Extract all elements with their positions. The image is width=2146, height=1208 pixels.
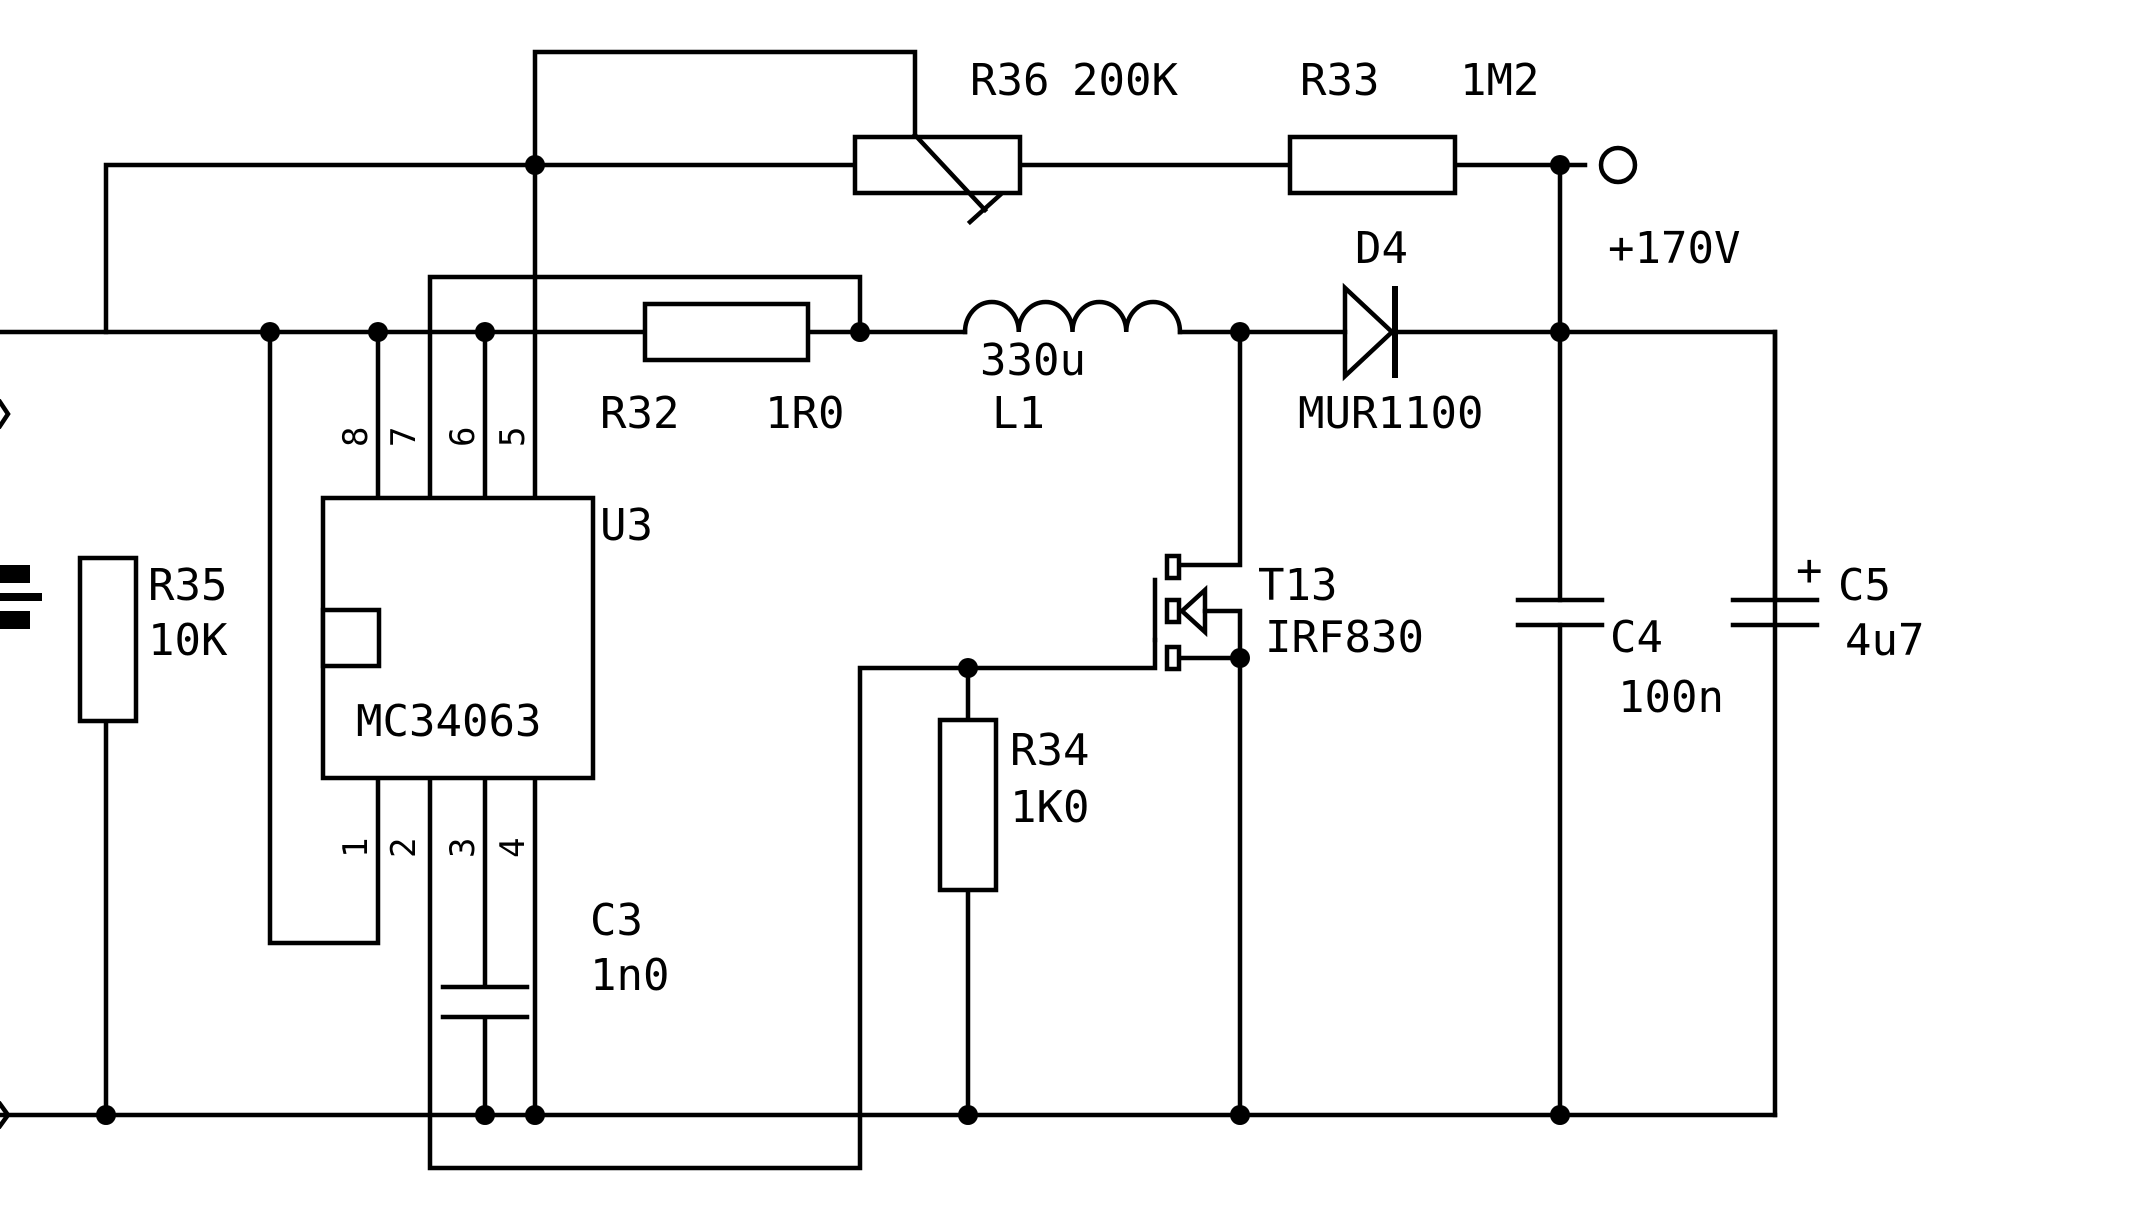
r33-ref: R33 [1300,55,1379,106]
d4-ref: D4 [1355,223,1408,274]
r36-ref: R36 [970,55,1049,106]
r34-value: 1K0 [1010,782,1089,833]
feedback-wire [103,162,858,335]
junction-dot [475,1105,495,1125]
u3-ic [320,495,596,781]
r36-wiper-arrow [911,131,1004,226]
pin-number: 8 [336,427,376,447]
t13-value: IRF830 [1265,612,1424,663]
left-terminal-bottom [0,1100,11,1130]
pin-number: 6 [443,427,483,447]
pin-number: 3 [443,838,483,858]
junction-dot [475,322,495,342]
c4-ref: C4 [1610,612,1663,663]
junction-dot [96,1105,116,1125]
d4-triangle [1342,282,1396,382]
pin-number: 4 [493,838,533,858]
r32-body [642,301,811,363]
d4-diode [1342,282,1398,382]
l1-value: 330u [980,335,1086,386]
r33-value: 1M2 [1460,55,1539,106]
c4-value: 100n [1618,672,1724,723]
pin-number: 2 [384,838,424,858]
pin-number: 7 [384,427,424,447]
c5-polarity-mark: + [1796,545,1823,596]
source-wire [1172,655,1243,1118]
c3-ref: C3 [590,895,643,946]
t13-body-segment [1164,597,1182,625]
r33-body [1287,134,1458,196]
r32-value: 1R0 [765,388,844,439]
junction-dot [958,1105,978,1125]
junctions [96,155,1570,1125]
r36-body [852,134,1023,196]
pin2-gate-wire [427,637,1158,1171]
pin-number: 5 [493,427,533,447]
wiper-loop-wire [532,49,918,168]
pin1-loop-wire [267,329,381,946]
l1-ref: L1 [992,388,1045,439]
left-battery-plate [0,611,30,629]
junction-dot [850,322,870,342]
junction-dot [958,658,978,678]
r32-bypass-wire [427,274,863,501]
junction-dot [525,155,545,175]
junction-dot [1550,1105,1570,1125]
t13-mosfet [1152,553,1243,672]
t13-drain-segment [1164,553,1182,581]
c3-value: 1n0 [590,950,669,1001]
c5-value: 4u7 [1845,615,1924,666]
junction-dot [1550,322,1570,342]
t13-ref: T13 [1258,560,1337,611]
junction-dot [525,1105,545,1125]
t13-body-link [1202,608,1243,661]
r32-ref: R32 [600,388,679,439]
r36-potentiometer [852,131,1023,226]
junction-dot [1550,155,1570,175]
u3-notch [320,607,382,669]
r35-value: 10K [148,615,228,666]
left-battery-plate [0,593,42,601]
u3-value: MC34063 [356,696,541,747]
pin-number: 1 [336,838,376,858]
r35-body [77,555,139,724]
output-voltage-label: +170V [1608,223,1740,274]
output-terminal [1598,145,1638,185]
junction-dot [1230,322,1250,342]
t13-body-arrow [1178,584,1208,638]
wires [0,49,1778,1171]
rail-d4-out [1397,329,1778,1118]
junction-dot [1230,1105,1250,1125]
u3-ref: U3 [600,500,653,551]
left-terminal-top [0,398,11,430]
r34-ref: R34 [1010,725,1089,776]
t13-source-segment [1164,644,1182,672]
d4-value: MUR1100 [1298,388,1483,439]
r35-ref: R35 [148,560,227,611]
junction-dot [260,322,280,342]
junction-dot [368,322,388,342]
c5-ref: C5 [1838,560,1891,611]
r34-body [937,717,999,893]
left-battery-plate [0,565,30,583]
l1-coil [962,299,1183,335]
drain-wire [1172,329,1243,568]
r36-value: 200K [1072,55,1178,106]
